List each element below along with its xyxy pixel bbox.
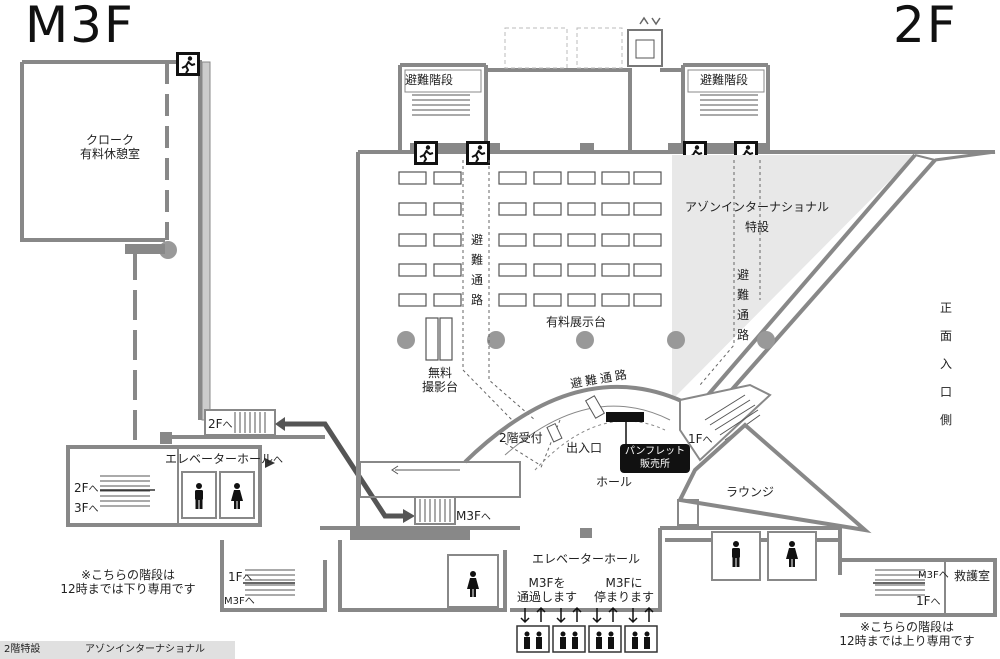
emergency-exit-icon [465, 140, 491, 166]
evac-route-label-right: 避難通路 [736, 268, 749, 342]
evac-stairs-right-label: 避難階段 [700, 73, 749, 87]
entrance-label: 出入口 [566, 441, 603, 455]
stairs-to-1f [679, 383, 772, 462]
lounge-label: ラウンジ [726, 485, 775, 499]
evac-stairs-left-label: 避難階段 [405, 73, 454, 87]
m3f-area [20, 60, 202, 420]
elevator-icon [516, 625, 550, 653]
azon-special-label: アゾンインターナショナル特設 [684, 200, 829, 234]
front-entrance-label: 正面入口側 [939, 301, 952, 427]
emergency-exit-icon [175, 51, 201, 77]
elevator-icons [516, 625, 658, 653]
stair-bl-1f-label: 1Fへ [228, 570, 253, 584]
to-m3f-label: M3Fへ [456, 509, 491, 523]
floor-title-m3f: M3F [25, 0, 135, 54]
legend: 2階特設 アゾンインターナショナル [0, 641, 235, 659]
elevator-hall-top-label: エレベーターホールへ [165, 452, 284, 466]
to-1f-label: 1Fへ [688, 432, 713, 446]
stair-left-3f-label: 3Fへ [74, 501, 99, 515]
floor-title-2f: 2F [893, 0, 958, 54]
paid-display-label: 有料展示台 [546, 315, 607, 329]
elevator-pass-label: M3Fを通過します [517, 576, 578, 604]
stair-left-2f-label: 2Fへ [74, 481, 99, 495]
stair-to-2f-label: 2Fへ [208, 417, 233, 431]
stair-br-1f-label: 1Fへ [916, 594, 941, 608]
display-tables [398, 171, 662, 361]
stair-bl-m3f-label: M3Fへ [224, 596, 255, 607]
elevator-icon [552, 625, 586, 653]
elevator-stop-label: M3Fに停まります [593, 576, 654, 604]
pamphlet-shop-badge: パンフレット販売所 [620, 444, 690, 473]
evac-route-label-left: 避難通路 [470, 233, 483, 307]
cloak-label: クローク有料休憩室 [79, 133, 140, 161]
stair-block-left [66, 445, 262, 527]
hall-label: ホール [596, 475, 633, 489]
elevator-icon [588, 625, 622, 653]
reception-label: 2階受付 [499, 431, 543, 445]
azon-special-area [672, 155, 915, 400]
first-aid-label: 救護室 [954, 569, 991, 583]
free-photo-label: 無料撮影台 [421, 366, 458, 394]
legend-value: アゾンインターナショナル [85, 644, 205, 655]
stair-br-m3f-label: M3Fへ [918, 570, 949, 581]
elevator-hall-bottom-label: エレベーターホール [532, 552, 641, 566]
elevator-icon [624, 625, 658, 653]
elevator-up-down-icon [627, 29, 663, 67]
legend-label: 2階特設 [4, 644, 41, 655]
emergency-exit-icon [413, 140, 439, 166]
